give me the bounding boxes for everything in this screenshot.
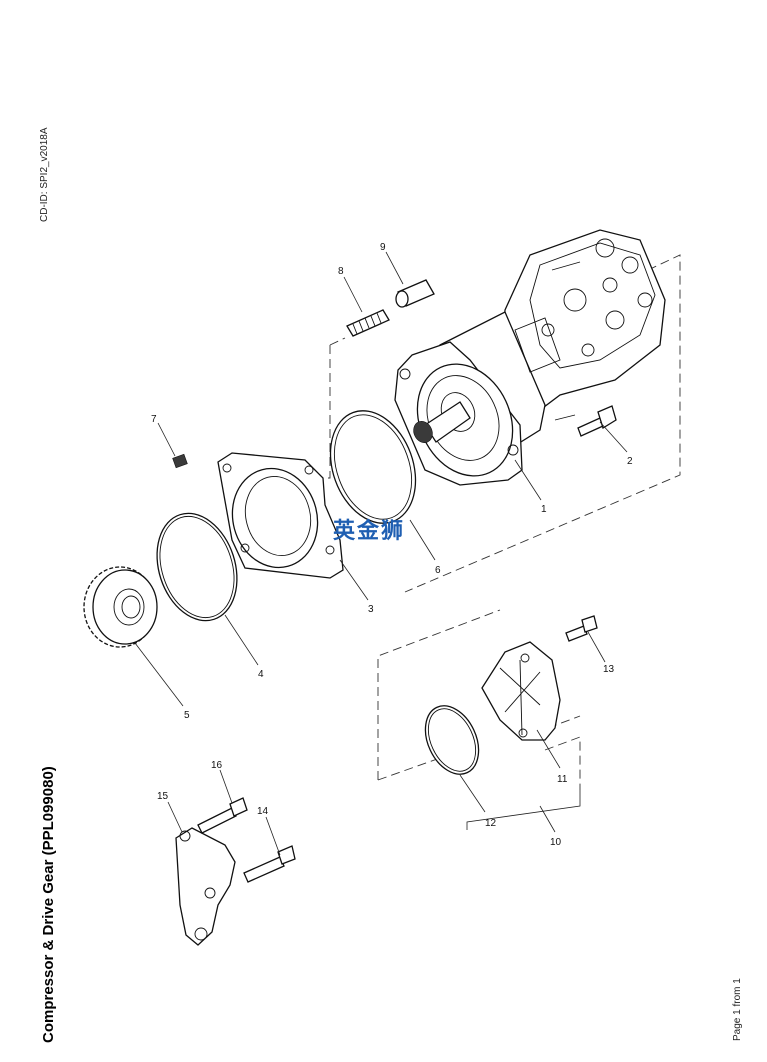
cover-plate-part-11 — [481, 641, 561, 741]
o-ring-part-4-inner — [159, 515, 235, 619]
callout-16: 16 — [211, 760, 223, 771]
circlip-part-12 — [424, 705, 480, 775]
compressor-body — [394, 229, 666, 486]
o-ring-part-6 — [329, 410, 417, 524]
callout-1: 1 — [541, 504, 547, 515]
adapter-housing-part-3 — [217, 452, 344, 579]
stud-part-8 — [346, 309, 390, 337]
callout-12: 12 — [485, 818, 497, 829]
callout-8: 8 — [338, 266, 344, 277]
o-ring-part-6-inner — [334, 414, 412, 520]
plug-part-7 — [172, 453, 188, 469]
leader-lines — [134, 251, 628, 856]
drive-gear-part-5 — [83, 566, 158, 648]
assembly-dashed-lines — [320, 254, 681, 790]
bolt-part-2 — [577, 405, 617, 437]
callout-4: 4 — [258, 669, 264, 680]
callout-11: 11 — [557, 774, 568, 785]
callout-9: 9 — [380, 242, 386, 253]
callout-6: 6 — [435, 565, 441, 576]
o-ring-part-4 — [156, 512, 238, 622]
callout-numbers: 1 2 3 4 5 6 7 8 9 10 11 12 13 14 15 16 — [151, 242, 633, 848]
callout-10: 10 — [550, 837, 562, 848]
nut-part-9 — [395, 279, 435, 308]
callout-3: 3 — [368, 604, 374, 615]
bolt-part-16 — [197, 797, 248, 834]
bolt-part-13 — [565, 615, 598, 642]
bolt-part-14 — [243, 845, 296, 883]
callout-13: 13 — [603, 664, 615, 675]
callout-14: 14 — [257, 806, 269, 817]
watermark-text: 英金狮 — [333, 518, 405, 544]
callout-7: 7 — [151, 414, 157, 425]
callout-15: 15 — [157, 791, 169, 802]
bracket-part-15 — [175, 827, 236, 946]
callout-5: 5 — [184, 710, 190, 721]
callout-2: 2 — [627, 456, 633, 467]
